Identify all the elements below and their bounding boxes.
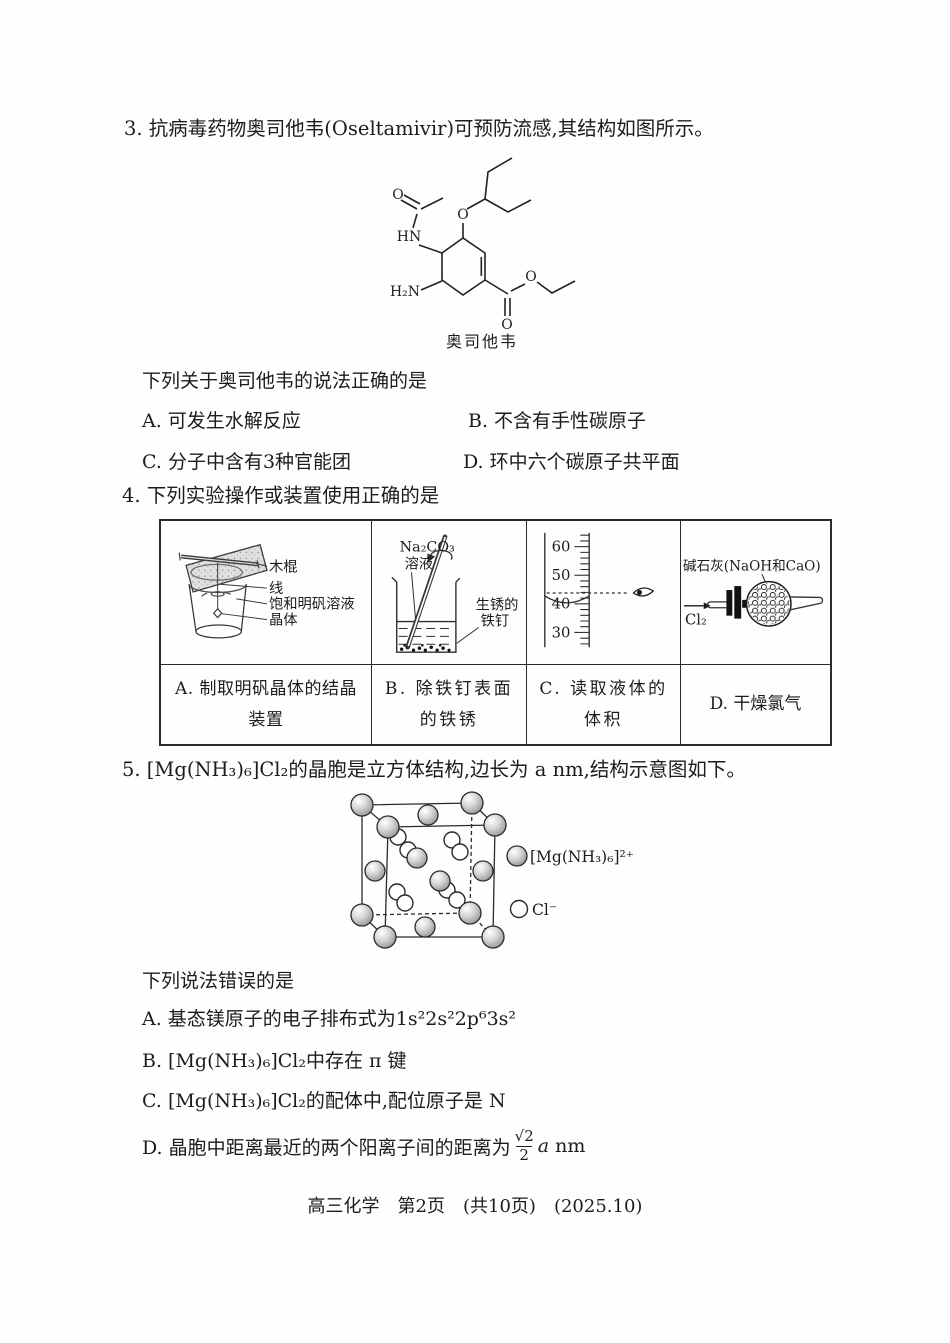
oseltamivir-structure-diagram: O HN H₂N O O O 奥司他韦 [390, 157, 576, 351]
rust-removal-diagram: Na₂CO₃ 溶液 生锈的 铁钉 [391, 534, 519, 653]
string-label: 线 [269, 580, 283, 597]
outlet-tube [789, 596, 824, 611]
table-cell-c-diagram: 60 50 40 30 [527, 521, 681, 665]
legend: [Mg(NH₃)₆]²⁺ Cl⁻ [506, 845, 634, 919]
rusty-nail-sediment [399, 643, 451, 652]
ether-oxygen-label: O [457, 207, 468, 223]
tick-label-50: 50 [552, 567, 571, 584]
table-caption-c: C. 读取液体的体积 [527, 665, 681, 744]
option-d-fraction: √2 2 [514, 1127, 534, 1164]
crystal-label: 晶体 [269, 612, 298, 629]
eye-icon [632, 587, 655, 597]
table-caption-a: A. 制取明矾晶体的结晶装置 [161, 665, 372, 744]
question-3-prompt: 下列关于奥司他韦的说法正确的是 [142, 370, 428, 392]
question-5-option-d: D. 晶胞中距离最近的两个阳离子间的距离为 √2 2 a nm [142, 1122, 585, 1170]
option-d-unit: nm [549, 1135, 586, 1157]
table-caption-d: D. 干燥氯气 [709, 694, 802, 714]
stirring-rod [405, 534, 453, 650]
option-d-prefix: D. 晶胞中距离最近的两个阳离子间的距离为 [142, 1136, 511, 1159]
fraction-numerator: √2 [514, 1127, 534, 1146]
question-4-stem: 4. 下列实验操作或装置使用正确的是 [122, 484, 440, 507]
na2co3-label: Na₂CO₃ [400, 540, 455, 556]
stick-and-string [178, 552, 260, 619]
question-3-option-b: B. 不含有手性碳原子 [468, 410, 647, 432]
acetyl-oxygen-label: O [392, 187, 403, 203]
legend-anion-circle [509, 899, 529, 919]
solution-label-b: 溶液 [405, 555, 434, 572]
amine-label: H₂N [390, 284, 420, 300]
ester-oxygen-label: O [525, 269, 536, 285]
tick-label-60: 60 [552, 539, 571, 556]
cell-a-labels: 木棍 线 饱和明矾溶液 晶体 [269, 558, 355, 628]
cation-spheres [350, 791, 507, 949]
scale-numbers: 60 50 40 30 [552, 539, 571, 642]
unit-cell-diagram: [Mg(NH₃)₆]²⁺ Cl⁻ [350, 791, 634, 949]
leader-lines [218, 562, 268, 621]
rusty-label-line1: 生锈的 [476, 597, 519, 614]
amide-nh-label: HN [397, 229, 421, 245]
solution-label: 饱和明矾溶液 [269, 596, 355, 613]
soda-lime-label: 碱石灰(NaOH和CaO) [683, 558, 821, 574]
crystallization-apparatus-diagram: 木棍 线 饱和明矾溶液 晶体 [178, 543, 355, 639]
table-cell-b-diagram: Na₂CO₃ 溶液 生锈的 铁钉 [372, 521, 527, 665]
tube-and-stopper [706, 586, 750, 619]
tick-label-40: 40 [552, 596, 571, 613]
atom-labels: O HN H₂N O O O [390, 187, 537, 333]
drying-ball [745, 580, 792, 627]
drying-bulb-diagram: 碱石灰(NaOH和CaO) Cl₂ [683, 558, 824, 629]
legend-anion-label: Cl⁻ [532, 901, 557, 919]
question-3-option-c: C. 分子中含有3种官能团 [142, 451, 352, 473]
cl2-label: Cl₂ [685, 612, 707, 629]
meniscus-curve [544, 595, 590, 604]
molecule-name-label: 奥司他韦 [446, 332, 518, 351]
cell-b-labels: Na₂CO₃ 溶液 生锈的 铁钉 [400, 540, 519, 630]
legend-cation-label: [Mg(NH₃)₆]²⁺ [530, 848, 634, 866]
question-5-prompt: 下列说法错误的是 [142, 970, 295, 992]
beaker-b [391, 576, 461, 653]
table-caption-b: B. 除铁钉表面的铁锈 [372, 665, 527, 744]
cylinder-walls [544, 532, 590, 648]
question-5-option-a: A. 基态镁原子的电子排布式为1s²2s²2p⁶3s² [142, 1008, 517, 1030]
stick-label: 木棍 [269, 558, 298, 575]
question-5-stem: 5. [Mg(NH₃)₆]Cl₂的晶胞是立方体结构,边长为 a nm,结构示意图… [122, 758, 746, 781]
fraction-denominator: 2 [516, 1145, 532, 1164]
gas-inlet-arrow [683, 602, 711, 610]
ester-carbonyl-oxygen-label: O [501, 317, 512, 333]
table-cell-d-diagram: 碱石灰(NaOH和CaO) Cl₂ [681, 521, 830, 665]
question-4-table: 木棍 线 饱和明矾溶液 晶体 [159, 519, 832, 746]
bond-lines [400, 157, 576, 316]
question-3-option-d: D. 环中六个碳原子共平面 [463, 451, 680, 473]
table-cell-a-diagram: 木棍 线 饱和明矾溶液 晶体 [161, 521, 372, 665]
question-3-option-a: A. 可发生水解反应 [142, 410, 301, 432]
tick-marks [574, 534, 590, 645]
rusty-label-line2: 铁钉 [481, 613, 510, 630]
question-5-option-b: B. [Mg(NH₃)₆]Cl₂中存在 π 键 [142, 1050, 407, 1072]
option-d-variable: a [537, 1135, 550, 1157]
leader-lines-b [411, 572, 479, 644]
legend-cation-sphere [506, 845, 528, 867]
tick-label-30: 30 [552, 624, 571, 641]
question-3-stem: 3. 抗病毒药物奥司他韦(Oseltamivir)可预防流感,其结构如图所示。 [124, 117, 714, 140]
page-footer: 高三化学 第2页 (共10页) (2025.10) [307, 1196, 643, 1217]
graduated-cylinder-diagram: 60 50 40 30 [544, 532, 655, 648]
chloride-ions [388, 828, 469, 912]
question-5-option-c: C. [Mg(NH₃)₆]Cl₂的配体中,配位原子是 N [142, 1090, 506, 1112]
